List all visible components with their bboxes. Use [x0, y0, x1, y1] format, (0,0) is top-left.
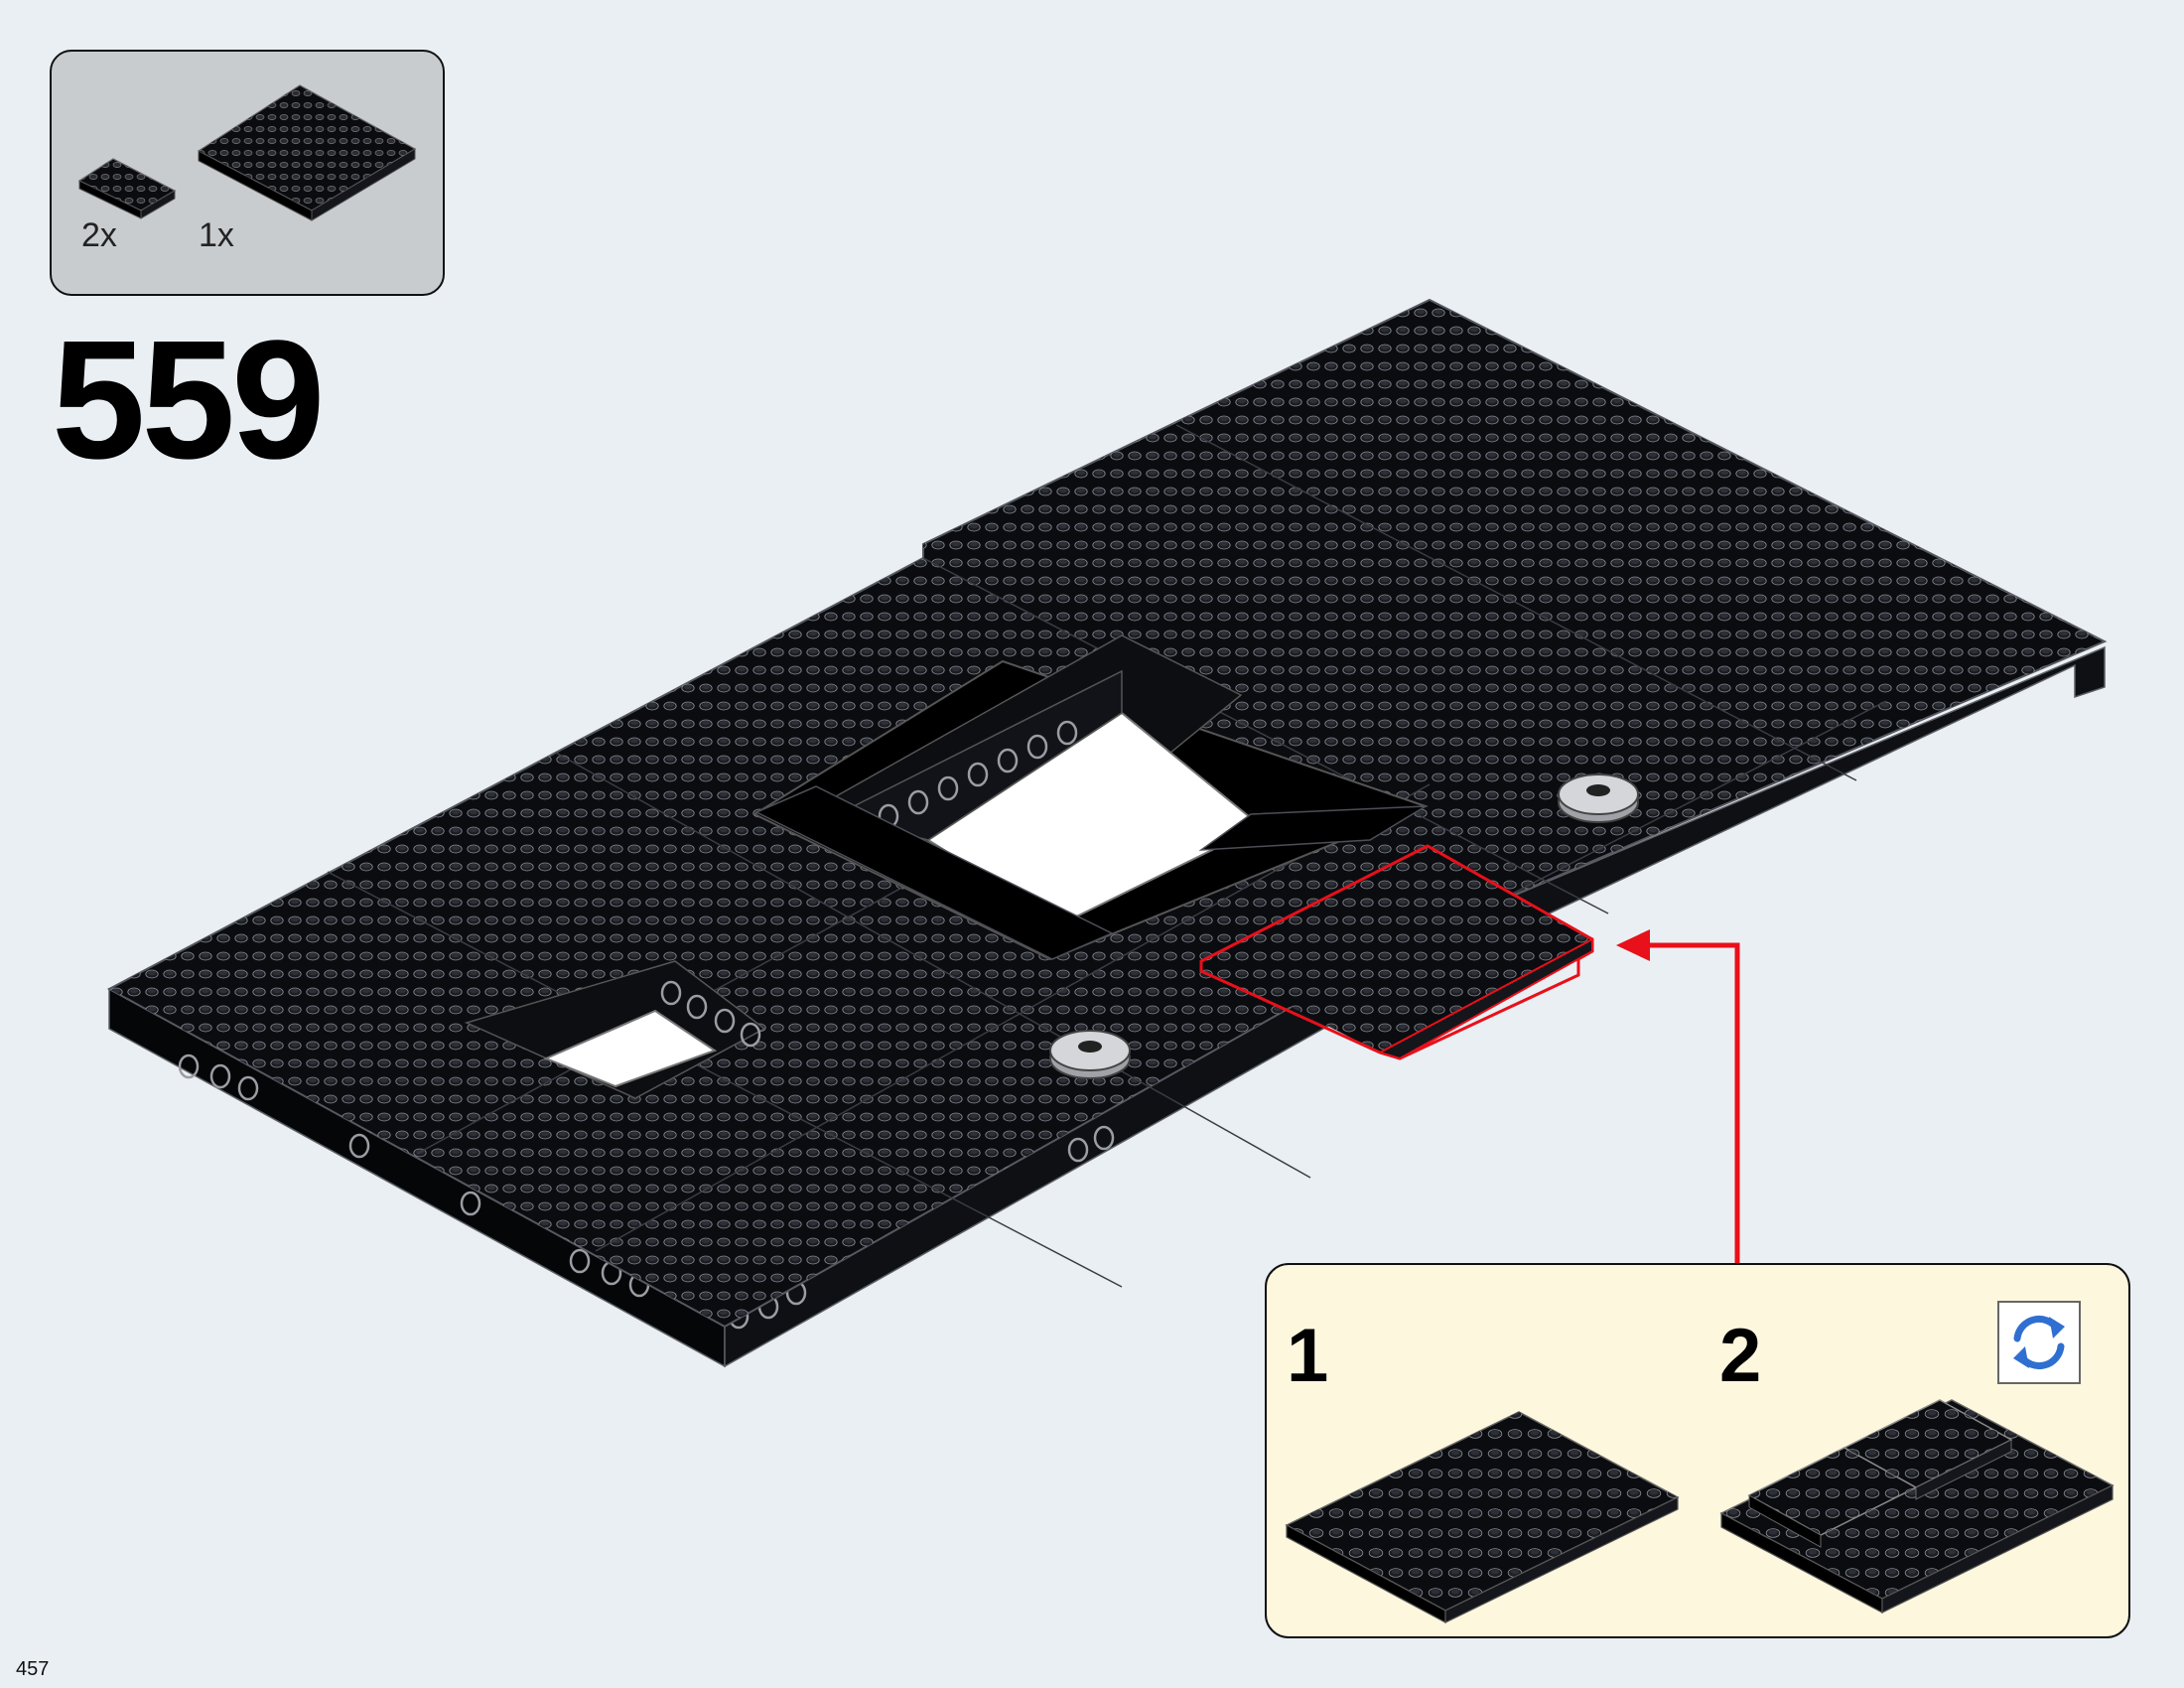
callout-step-number: 1 — [1287, 1314, 1329, 1398]
part-quantity: 2x — [81, 216, 117, 254]
round-tile-right — [1558, 774, 1639, 823]
parts-illustration — [77, 84, 417, 221]
plate-4x6-icon — [197, 84, 417, 221]
placement-arrow — [1616, 929, 1740, 1263]
small-opening — [464, 960, 766, 1099]
callout-step-number: 2 — [1719, 1314, 1762, 1398]
subassembly-callout: 1 2 — [1265, 1263, 2130, 1638]
parts-list-panel: 2x 1x — [50, 50, 445, 296]
baseplate-sides — [108, 645, 2106, 1368]
step-number: 559 — [52, 306, 326, 494]
rotate-model-icon — [1997, 1301, 2081, 1384]
callout-illustration — [1285, 1399, 2115, 1624]
callout-step-2-assembly — [1719, 1399, 2115, 1614]
round-tile-left — [1049, 1030, 1131, 1079]
callout-step-1-plate — [1285, 1411, 1680, 1624]
part-quantity: 1x — [199, 216, 234, 254]
page-number: 457 — [16, 1658, 50, 1680]
plate-2x2-icon — [77, 158, 177, 219]
large-opening — [751, 634, 1429, 961]
new-subassembly-highlight — [1199, 844, 1594, 1060]
